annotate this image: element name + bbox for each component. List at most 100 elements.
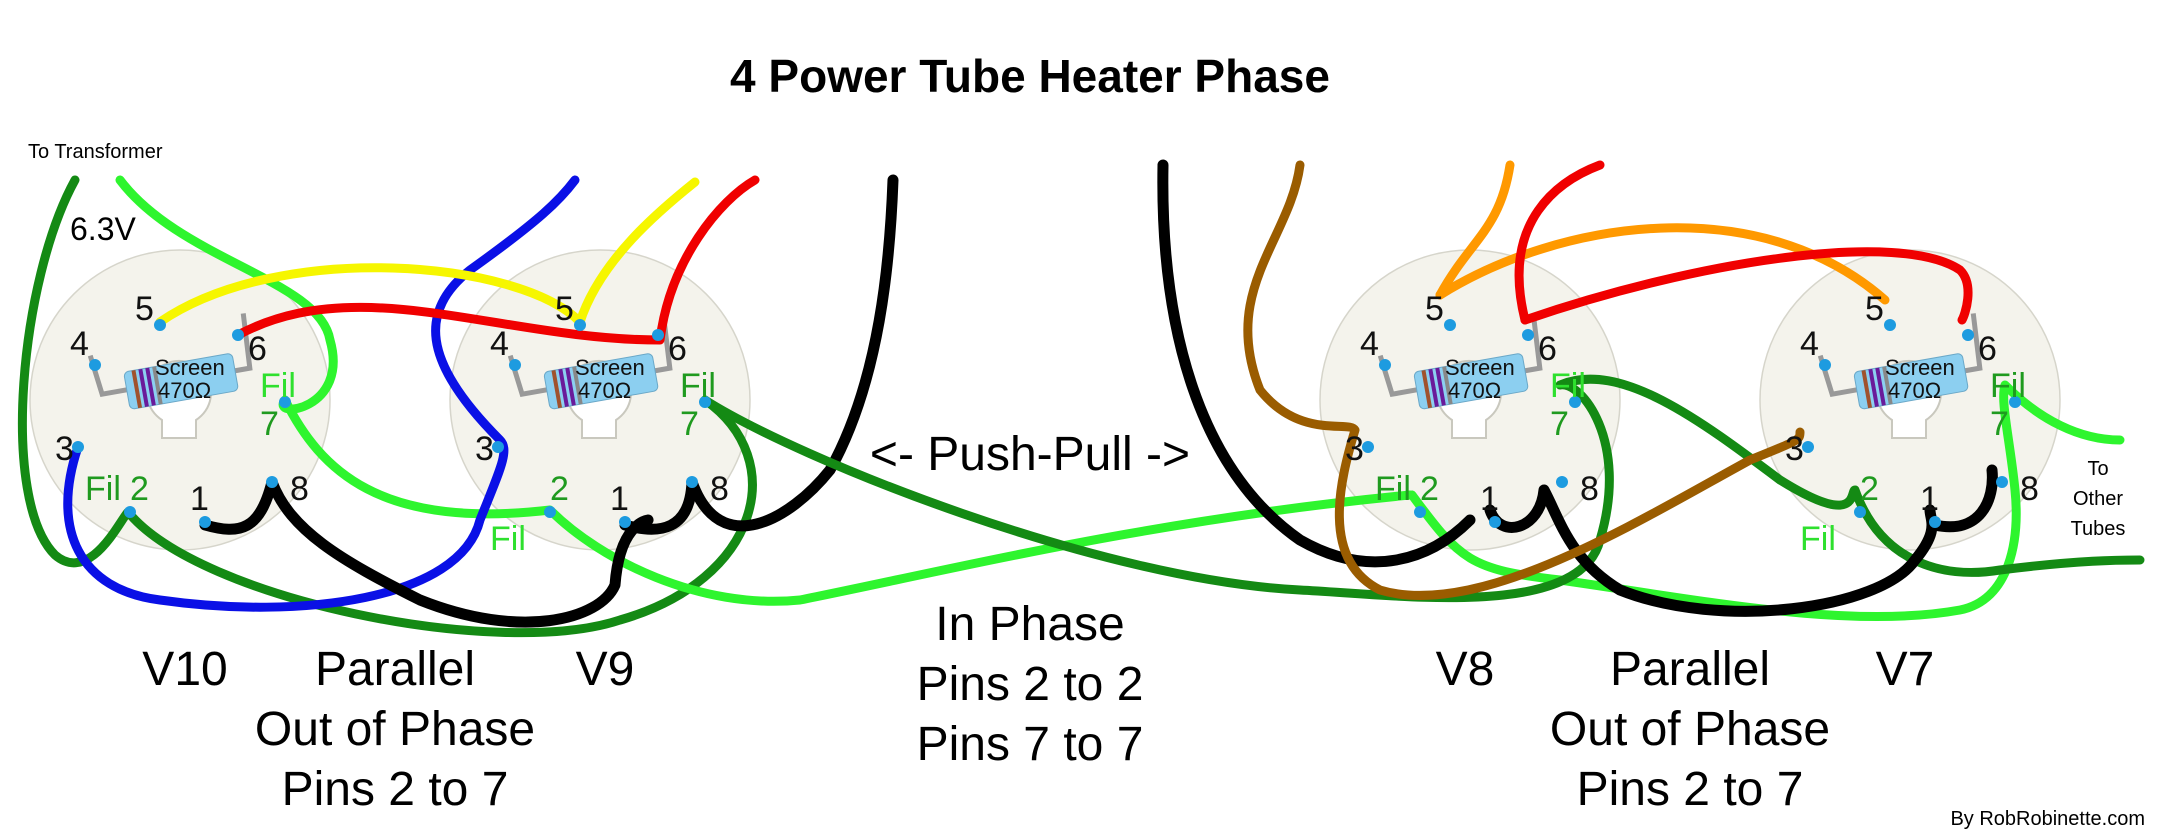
wire-red-right — [1514, 160, 1605, 325]
pin-label-v7-4: 4 — [1800, 325, 1819, 363]
pin-v10-2 — [124, 506, 136, 518]
fil-label-pin2-v10: Fil — [85, 470, 121, 508]
pin-v9-2 — [544, 506, 556, 518]
pin-v9-8 — [686, 476, 698, 488]
pin-v10-3 — [72, 441, 84, 453]
resistor-label-v7: Screen — [1885, 355, 1955, 380]
wire-red-left — [233, 175, 760, 345]
pin-label-v10-3: 3 — [55, 430, 74, 468]
wire-red-right-b — [1520, 247, 1973, 325]
pin-v8-3 — [1362, 441, 1374, 453]
pin-v10-7 — [279, 396, 291, 408]
pin-v10-8 — [266, 476, 278, 488]
push-pull-label: <- Push-Pull -> — [870, 428, 1190, 481]
pin-v10-5 — [154, 319, 166, 331]
pin-label-v9-1: 1 — [610, 480, 629, 518]
voltage-label: 6.3V — [70, 211, 136, 247]
pin-label-v8-2: 2 — [1420, 470, 1439, 508]
pin-label-v10-2: 2 — [130, 470, 149, 508]
pin-v10-4 — [89, 359, 101, 371]
pin-label-v10-8: 8 — [290, 470, 309, 508]
wire-yellow — [155, 177, 700, 327]
pin-label-v9-5: 5 — [555, 290, 574, 328]
resistor-value-v10: 470Ω — [158, 378, 211, 403]
resistor-value-v9: 470Ω — [578, 378, 631, 403]
right-group-line1: Parallel — [1610, 643, 1770, 696]
fil-label-pin2-v9: Fil — [490, 520, 526, 558]
fil-label-pin2-v8: Fil — [1375, 470, 1411, 508]
left-group-line3: Pins 2 to 7 — [282, 763, 509, 816]
pin-label-v7-2: 2 — [1860, 470, 1879, 508]
pin-label-v7-5: 5 — [1865, 290, 1884, 328]
wire-orange-a — [1435, 160, 1515, 300]
pin-label-v8-1: 1 — [1480, 480, 1499, 518]
resistor-value-v7: 470Ω — [1888, 378, 1941, 403]
wire-light-green-right — [1407, 380, 2125, 622]
left-group-line2: Out of Phase — [255, 703, 535, 756]
pin-label-v9-2: 2 — [550, 470, 569, 508]
pin-label-v8-5: 5 — [1425, 290, 1444, 328]
pin-v7-7 — [2009, 396, 2021, 408]
pin-v9-4 — [509, 359, 521, 371]
pin-v8-8 — [1556, 476, 1568, 488]
to-other-tubes-line3: Tubes — [2071, 518, 2126, 540]
pin-label-v10-1: 1 — [190, 480, 209, 518]
pin-label-v9-6: 6 — [668, 330, 687, 368]
pin-v8-1 — [1489, 516, 1501, 528]
pin-v10-1 — [199, 516, 211, 528]
pin-v8-6 — [1522, 329, 1534, 341]
to-other-tubes-line1: To — [2087, 458, 2108, 480]
pin-label-v7-1: 1 — [1920, 480, 1939, 518]
pin-v8-2 — [1414, 506, 1426, 518]
pin-v10-6 — [232, 329, 244, 341]
in-phase-label: In Phase — [935, 598, 1124, 651]
to-transformer-label: To Transformer — [28, 141, 163, 163]
in-phase-pins-7: Pins 7 to 7 — [917, 718, 1144, 771]
resistor-label-v8: Screen — [1445, 355, 1515, 380]
pin-label-v10-6: 6 — [248, 330, 267, 368]
pin-v7-3 — [1802, 441, 1814, 453]
fil-label-pin2-v7: Fil — [1800, 520, 1836, 558]
resistor-label-v10: Screen — [155, 355, 225, 380]
pin-label-v8-8: 8 — [1580, 470, 1599, 508]
pin-v7-5 — [1884, 319, 1896, 331]
pin-v9-3 — [492, 441, 504, 453]
credit-label: By RobRobinette.com — [1950, 808, 2145, 830]
pin-v8-4 — [1379, 359, 1391, 371]
screen-resistor-v8 — [1377, 313, 1543, 410]
pin-label-v10-4: 4 — [70, 325, 89, 363]
pin-v7-1 — [1929, 516, 1941, 528]
wire-dark-green-transformer — [17, 175, 757, 638]
pin-label-v7-7: 7 — [1990, 405, 2009, 443]
wire-black-left-up — [619, 174, 899, 535]
wire-black-right-up — [1929, 464, 1998, 533]
pin-label-v7-8: 8 — [2020, 470, 2039, 508]
pin-v9-5 — [574, 319, 586, 331]
pin-v7-6 — [1962, 329, 1974, 341]
pin-v9-6 — [652, 329, 664, 341]
resistor-value-v8: 470Ω — [1448, 378, 1501, 403]
wire-black-left — [199, 476, 654, 628]
wire-dark-green-right — [700, 374, 2145, 603]
pin-label-v9-8: 8 — [710, 470, 729, 508]
fil-label-pin7-v9: Fil — [680, 367, 716, 405]
fil-label-pin7-v7: Fil — [1990, 367, 2026, 405]
pin-v8-5 — [1444, 319, 1456, 331]
fil-label-pin7-v8: Fil — [1550, 367, 1586, 405]
pin-v8-7 — [1569, 396, 1581, 408]
pin-v7-2 — [1854, 506, 1866, 518]
pin-label-v8-4: 4 — [1360, 325, 1379, 363]
tube-label-v7: V7 — [1876, 643, 1935, 696]
in-phase-pins-2: Pins 2 to 2 — [917, 658, 1144, 711]
pin-label-v9-3: 3 — [475, 430, 494, 468]
pin-v7-8 — [1996, 476, 2008, 488]
pin-label-v7-6: 6 — [1978, 330, 1997, 368]
pin-label-v8-7: 7 — [1550, 405, 1569, 443]
to-other-tubes-line2: Other — [2073, 488, 2123, 510]
pin-label-v8-3: 3 — [1345, 430, 1364, 468]
pin-label-v7-3: 3 — [1785, 430, 1804, 468]
pin-label-v10-7: 7 — [260, 405, 279, 443]
tube-label-v9: V9 — [576, 643, 635, 696]
wire-blue — [63, 175, 580, 612]
